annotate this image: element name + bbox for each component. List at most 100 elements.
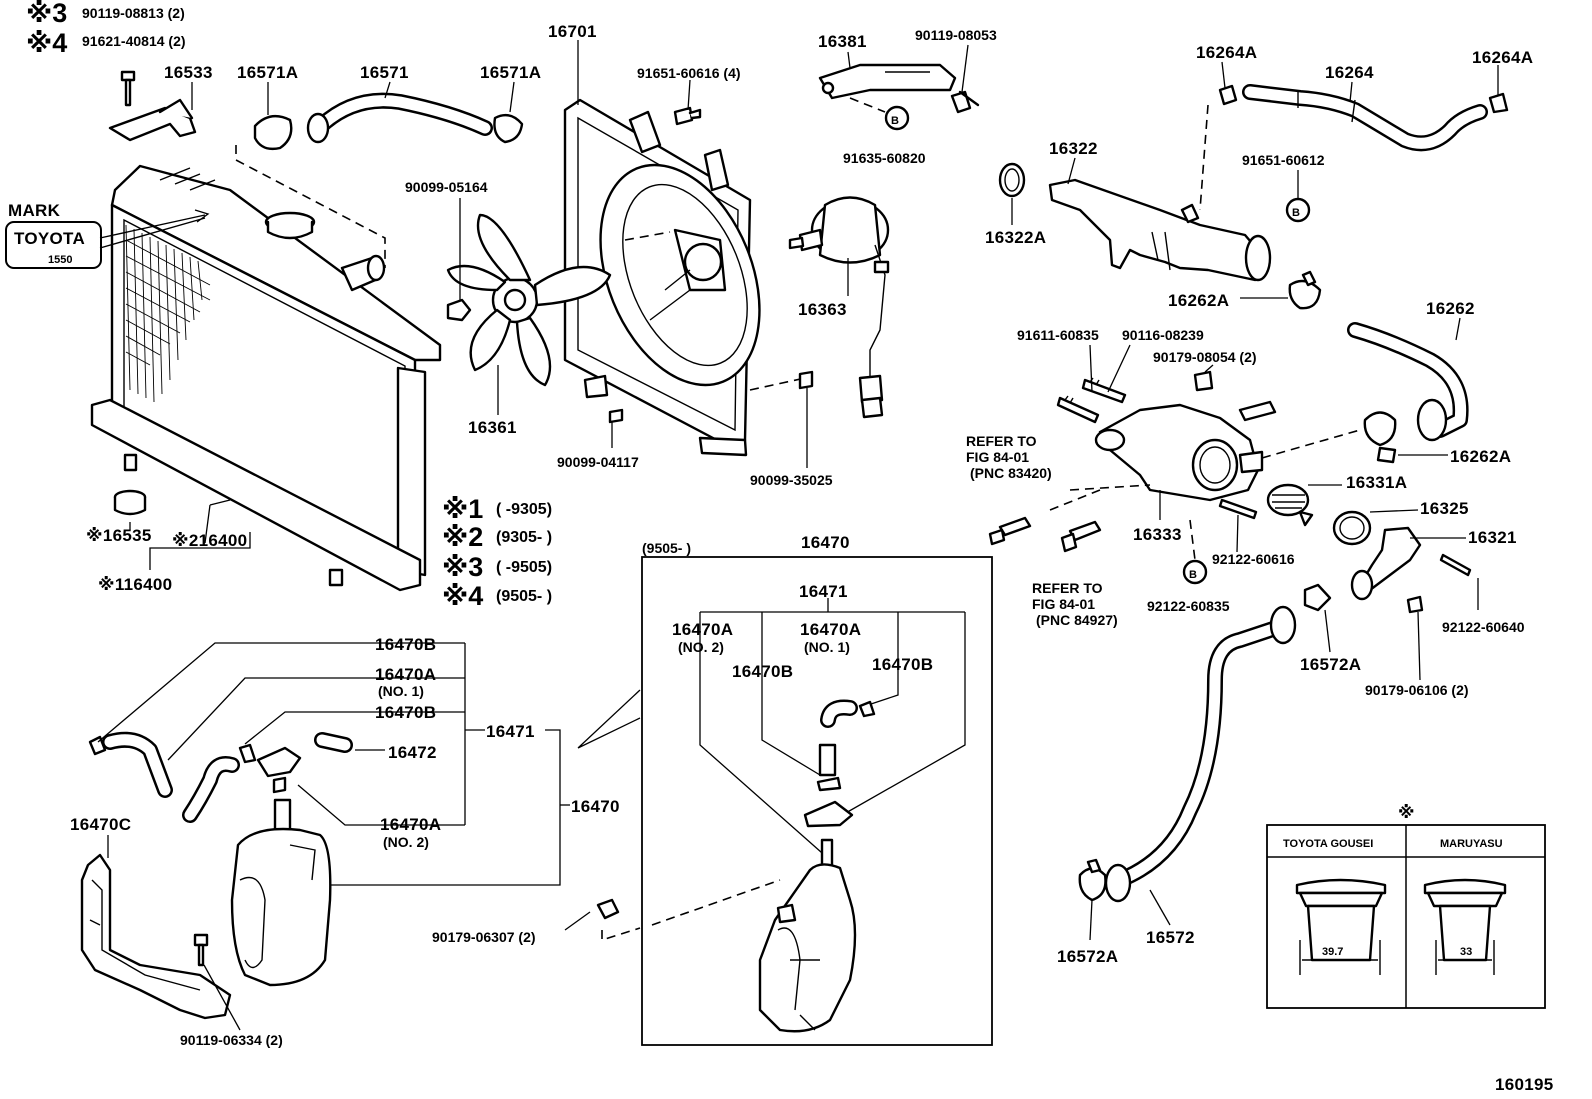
label-90119-06334: 90119-06334 (2) xyxy=(180,1032,283,1048)
top-legend: ※3 90119-08813 (2) ※4 91621-40814 (2) xyxy=(26,0,186,58)
label-16264A-left: 16264A xyxy=(1196,43,1257,62)
label-216400: ※216400 xyxy=(172,531,247,550)
label-16470B-2: 16470B xyxy=(375,703,436,722)
legend-mark-3: ※3 xyxy=(26,0,67,28)
legend-m3-mark: ※3 xyxy=(442,552,483,582)
mark-box: MARK TOYOTA 1550 xyxy=(5,201,210,269)
label-116400: ※116400 xyxy=(98,575,172,594)
center-legend: ※1 ( -9305) ※2 (9305- ) ※3 ( -9505) ※4 (… xyxy=(442,494,552,611)
radiator-core-hatch xyxy=(125,224,211,403)
label-92122-60640: 92122-60640 xyxy=(1442,619,1525,635)
label-90099-35025: 90099-35025 xyxy=(750,472,833,488)
label-16322: 16322 xyxy=(1049,139,1098,158)
bracket-16533 xyxy=(108,70,197,142)
circle-b-1: B xyxy=(891,115,899,127)
label-16470B-inset-left: 16470B xyxy=(732,662,793,681)
leader-lines xyxy=(97,40,1499,1031)
label-no1-inset: (NO. 1) xyxy=(804,639,850,655)
label-16533: 16533 xyxy=(164,63,213,82)
label-16571A-left: 16571A xyxy=(237,63,298,82)
bracket-16470C xyxy=(80,853,232,1020)
inset-mark: ※ xyxy=(1398,803,1415,822)
label-16471-side: 16471 xyxy=(486,722,535,741)
fan-shroud-16701 xyxy=(563,98,761,457)
label-16470A-no2: 16470A xyxy=(380,815,441,834)
label-16535: ※16535 xyxy=(86,526,152,545)
label-16321: 16321 xyxy=(1468,528,1517,547)
label-16322A: 16322A xyxy=(985,228,1046,247)
diagram-id: 160195 xyxy=(1495,1075,1554,1094)
legend-m3-range: ( -9505) xyxy=(496,559,552,576)
label-90179-08054: 90179-08054 (2) xyxy=(1153,349,1257,365)
label-16262A-bottom: 16262A xyxy=(1450,447,1511,466)
label-16361: 16361 xyxy=(468,418,517,437)
inset-col2: MARUYASU xyxy=(1440,838,1503,850)
label-91611-60835: 91611-60835 xyxy=(1017,327,1099,343)
inset-col1: TOYOTA GOUSEI xyxy=(1283,838,1373,850)
legend-mark-4: ※4 xyxy=(26,28,67,58)
inset-dim2: 33 xyxy=(1460,946,1472,958)
reservoir-tank xyxy=(230,798,332,987)
label-16571: 16571 xyxy=(360,63,409,82)
label-16470A-no2-inset: 16470A xyxy=(672,620,733,639)
label-16572A-right: 16572A xyxy=(1300,655,1361,674)
label-16470A-no1-inset: 16470A xyxy=(800,620,861,639)
refer1-l3: (PNC 83420) xyxy=(970,465,1052,481)
refer1-l2: FIG 84-01 xyxy=(966,449,1029,465)
bypass-hose-16264 xyxy=(1199,84,1509,211)
thermostat-16331A xyxy=(1266,483,1314,527)
label-16470A-no1: 16470A xyxy=(375,665,436,684)
cap-comparison-inset: ※ TOYOTA GOUSEI MARUYASU 39.7 33 xyxy=(1266,803,1546,1009)
legend-m2-range: (9305- ) xyxy=(496,529,552,546)
label-16264A-right: 16264A xyxy=(1472,48,1533,67)
label-91651-60612: 91651-60612 xyxy=(1242,152,1325,168)
legend-m4-range: (9505- ) xyxy=(496,588,552,605)
legend-m2-mark: ※2 xyxy=(442,522,483,552)
label-9505-range: (9505- ) xyxy=(642,540,691,556)
refer2-l1: REFER TO xyxy=(1032,580,1103,596)
water-inlet-16321 xyxy=(1350,526,1472,614)
mark-line1: TOYOTA xyxy=(14,229,85,248)
legend-text-3: 90119-08813 (2) xyxy=(82,5,185,21)
circle-b-2: B xyxy=(1292,207,1300,219)
label-90116-08239: 90116-08239 xyxy=(1122,327,1204,343)
label-no2-inset: (NO. 2) xyxy=(678,639,724,655)
hose-16262 xyxy=(1261,322,1469,464)
refer1-l1: REFER TO xyxy=(966,433,1037,449)
upper-hose-16571 xyxy=(253,92,524,151)
water-outlet-16333: B xyxy=(988,370,1277,585)
label-16262: 16262 xyxy=(1426,299,1475,318)
label-90179-06307: 90179-06307 (2) xyxy=(432,929,536,945)
label-16572A-left: 16572A xyxy=(1057,947,1118,966)
label-no2: (NO. 2) xyxy=(383,834,429,850)
label-90099-05164: 90099-05164 xyxy=(405,179,488,195)
legend-m1-range: ( -9305) xyxy=(496,501,552,518)
label-91635-60820: 91635-60820 xyxy=(843,150,926,166)
label-16381: 16381 xyxy=(818,32,867,51)
reservoir-hoses xyxy=(88,731,353,823)
label-16363: 16363 xyxy=(798,300,847,319)
fan-motor-16363 xyxy=(749,196,890,419)
label-90119-08053: 90119-08053 xyxy=(915,27,997,43)
label-16471-top: 16471 xyxy=(799,582,848,601)
label-16472: 16472 xyxy=(388,743,437,762)
label-90179-06106: 90179-06106 (2) xyxy=(1365,682,1469,698)
label-16333: 16333 xyxy=(1133,525,1182,544)
refer2-l3: (PNC 84927) xyxy=(1036,612,1118,628)
reservoir-detail-box xyxy=(577,556,993,1046)
circle-b-3: B xyxy=(1189,569,1197,581)
mark-label: MARK xyxy=(8,201,61,220)
label-16262A-top: 16262A xyxy=(1168,291,1229,310)
lower-hose-16572 xyxy=(1078,583,1332,903)
label-16331A: 16331A xyxy=(1346,473,1407,492)
label-92122-60835: 92122-60835 xyxy=(1147,598,1230,614)
label-16470B-inset-right: 16470B xyxy=(872,655,933,674)
label-16470B-1: 16470B xyxy=(375,635,436,654)
label-16470-top: 16470 xyxy=(801,533,850,552)
label-91651-60616: 91651-60616 (4) xyxy=(637,65,741,81)
inset-dim1: 39.7 xyxy=(1322,946,1343,958)
label-16470-side: 16470 xyxy=(571,797,620,816)
label-16572: 16572 xyxy=(1146,928,1195,947)
label-92122-60616: 92122-60616 xyxy=(1212,551,1295,567)
